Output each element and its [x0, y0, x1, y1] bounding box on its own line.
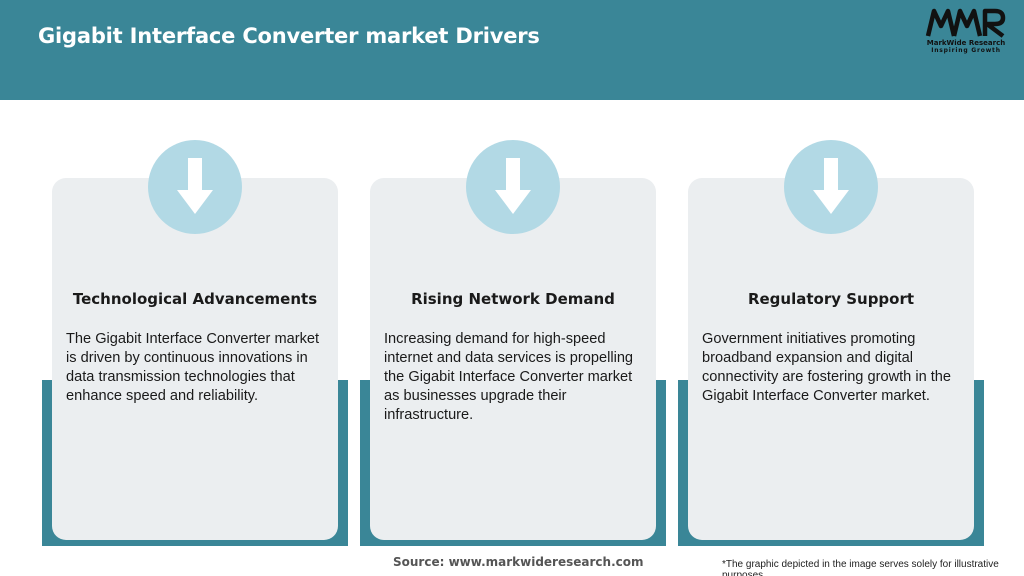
arrow-down-icon	[813, 158, 849, 214]
card-panel: Rising Network Demand Increasing demand …	[370, 178, 656, 540]
source-link[interactable]: Source: www.markwideresearch.com	[393, 555, 644, 569]
driver-card-technological: Technological Advancements The Gigabit I…	[42, 140, 358, 548]
disclaimer-note: *The graphic depicted in the image serve…	[722, 559, 999, 576]
logo-tagline: Inspiring Growth	[931, 47, 1001, 54]
card-description: Increasing demand for high-speed interne…	[384, 331, 634, 423]
page-title: Gigabit Interface Converter market Drive…	[38, 24, 540, 48]
arrow-down-icon	[177, 158, 213, 214]
card-title: Technological Advancements	[72, 290, 318, 308]
card-icon-circle	[466, 140, 560, 234]
card-icon-circle	[784, 140, 878, 234]
company-logo[interactable]: MarkWide Research Inspiring Growth	[918, 8, 1014, 58]
mwr-logo-icon	[925, 8, 1006, 38]
card-description: The Gigabit Interface Converter market i…	[66, 331, 320, 404]
card-icon-circle	[148, 140, 242, 234]
driver-card-network: Rising Network Demand Increasing demand …	[360, 140, 676, 548]
card-panel: Technological Advancements The Gigabit I…	[52, 178, 338, 540]
arrow-down-icon	[495, 158, 531, 214]
card-description: Government initiatives promoting broadba…	[702, 331, 952, 404]
header-banner: Gigabit Interface Converter market Drive…	[0, 0, 1024, 100]
card-title: Regulatory Support	[747, 290, 915, 308]
logo-name: MarkWide Research	[926, 39, 1006, 47]
card-panel: Regulatory Support Government initiative…	[688, 178, 974, 540]
card-title: Rising Network Demand	[411, 290, 615, 308]
driver-card-regulatory: Regulatory Support Government initiative…	[678, 140, 994, 548]
